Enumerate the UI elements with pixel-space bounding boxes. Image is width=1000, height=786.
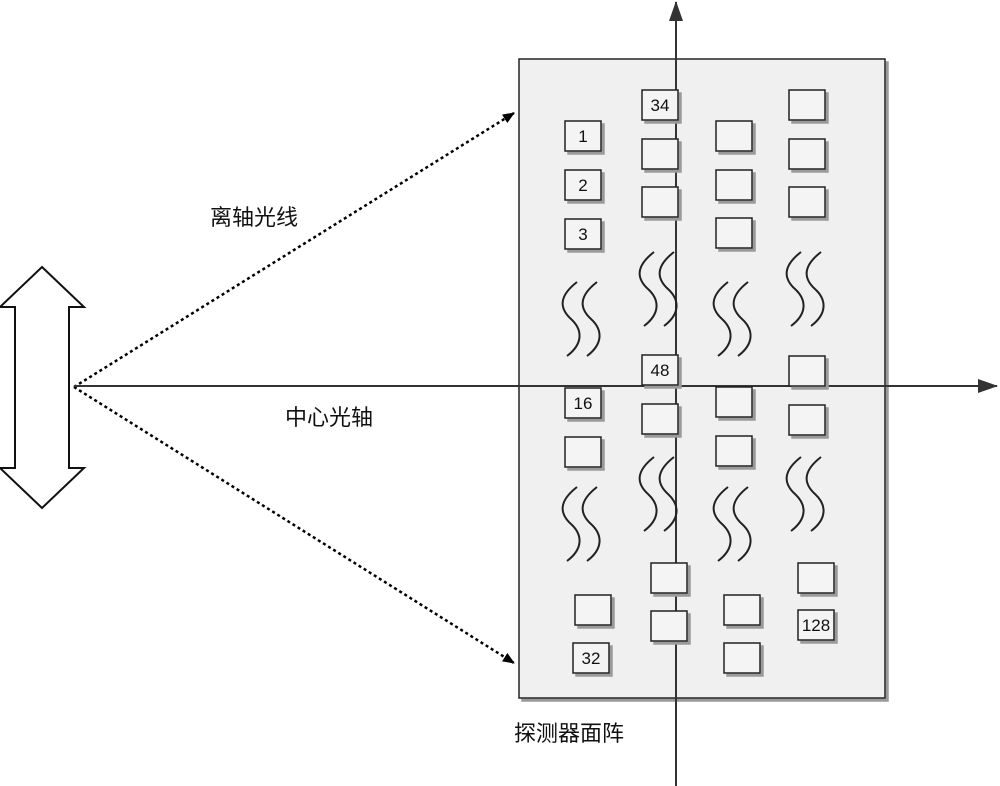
pixel-box	[574, 594, 612, 626]
pixel-number: 32	[582, 649, 601, 668]
pixel-box-34: 34	[641, 89, 679, 121]
ellipsis-tilde-mark	[561, 486, 601, 562]
pixel-box-16: 16	[564, 387, 602, 419]
pixel-number: 16	[574, 394, 593, 413]
pixel-box	[650, 610, 688, 642]
detector-array-label: 探测器面阵	[514, 722, 624, 747]
pixel-box	[788, 89, 826, 121]
pixel-box	[641, 138, 679, 170]
detector-pixels: 1 2 3 16 32 34 48 128	[564, 89, 835, 674]
pixel-box-2: 2	[564, 169, 602, 201]
pixel-box	[715, 386, 753, 418]
ellipsis-marks	[561, 251, 825, 562]
ellipsis-tilde-mark	[561, 281, 601, 357]
ellipsis-tilde-mark	[785, 456, 825, 532]
ellipsis-tilde-mark	[712, 281, 752, 357]
pixel-number: 2	[578, 176, 587, 195]
pixel-box	[715, 120, 753, 152]
pixel-number: 3	[578, 225, 587, 244]
pixel-box	[564, 436, 602, 468]
pixel-number: 34	[651, 96, 670, 115]
ellipsis-tilde-mark	[638, 251, 678, 327]
pixel-box	[650, 562, 688, 594]
detector-array-panel	[518, 58, 886, 699]
pixel-number: 1	[578, 127, 587, 146]
off-axis-ray-upper	[73, 111, 515, 389]
pixel-number: 48	[651, 361, 670, 380]
pixel-box-128: 128	[797, 609, 835, 641]
central-axis-label: 中心光轴	[285, 406, 373, 431]
pixel-box-3: 3	[564, 218, 602, 250]
pixel-number: 128	[802, 616, 830, 635]
off-axis-ray-label: 离轴光线	[210, 206, 298, 231]
pixel-box-1: 1	[564, 120, 602, 152]
pixel-box	[723, 594, 761, 626]
pixel-box	[788, 404, 826, 436]
pixel-box	[788, 355, 826, 387]
pixel-box	[788, 186, 826, 218]
pixel-box	[788, 138, 826, 170]
pixel-box	[715, 217, 753, 249]
pixel-box	[723, 642, 761, 674]
off-axis-ray-lower	[73, 385, 515, 665]
pixel-box	[797, 562, 835, 594]
ellipsis-tilde-mark	[638, 456, 678, 532]
ellipsis-tilde-mark	[785, 251, 825, 327]
pixel-box-48: 48	[641, 354, 679, 386]
pixel-box	[641, 186, 679, 218]
pixel-box	[641, 403, 679, 435]
pixel-box	[715, 435, 753, 467]
lens-double-arrow	[0, 265, 87, 510]
pixel-box	[715, 169, 753, 201]
pixel-box-32: 32	[572, 642, 610, 674]
ellipsis-tilde-mark	[712, 486, 752, 562]
